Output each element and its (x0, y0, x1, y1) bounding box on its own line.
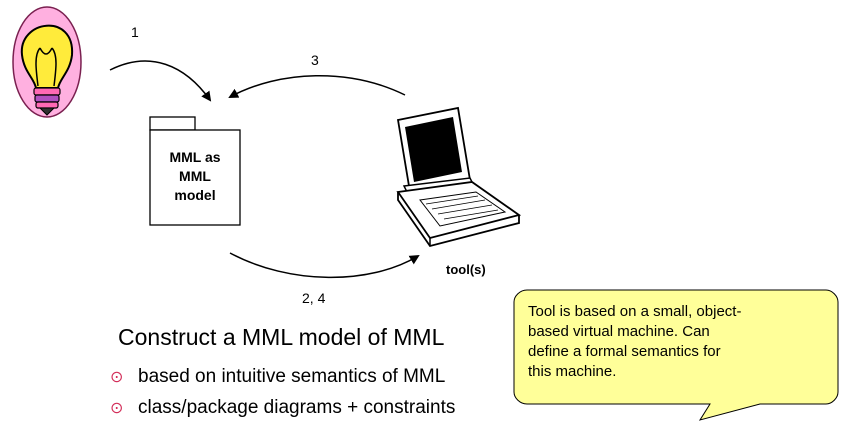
callout-line: define a formal semantics for (528, 343, 721, 360)
callout-line: this machine. (528, 363, 617, 380)
bullet-item: ⊙ based on intuitive semantics of MML (110, 361, 455, 392)
arrow-label-3: 3 (311, 52, 319, 68)
tool-label: tool(s) (446, 262, 486, 277)
bullet-text: based on intuitive semantics of MML (138, 366, 446, 387)
callout-line: Tool is based on a small, object- (528, 303, 742, 320)
arrow-model-to-tool (229, 252, 420, 279)
lightbulb-icon (12, 6, 82, 118)
bullet-item: ⊙ class/package diagrams + constraints (110, 392, 455, 423)
package-label-line: MML (179, 168, 211, 184)
laptop-icon (396, 106, 522, 248)
package-label-line: model (174, 187, 216, 203)
arrow-tool-to-model (228, 75, 406, 98)
arrow-label-2-4: 2, 4 (302, 290, 326, 306)
arrow-label-1: 1 (131, 24, 139, 40)
callout-bubble (513, 289, 839, 421)
callout-line: based virtual machine. Can (528, 323, 710, 340)
mml-model-package (149, 116, 241, 226)
bullet-list: ⊙ based on intuitive semantics of MML ⊙ cl… (110, 361, 455, 423)
slide-heading: Construct a MML model of MML (118, 324, 445, 350)
arrow-idea-to-model (109, 60, 212, 102)
package-label-line: MML as (169, 149, 221, 165)
bullet-circle-icon: ⊙ (110, 400, 124, 417)
bullet-text: class/package diagrams + constraints (138, 397, 456, 418)
bullet-circle-icon: ⊙ (110, 369, 124, 386)
package-label: MML as MML model (150, 148, 240, 205)
callout-text: Tool is based on a small, object- based … (528, 302, 828, 382)
